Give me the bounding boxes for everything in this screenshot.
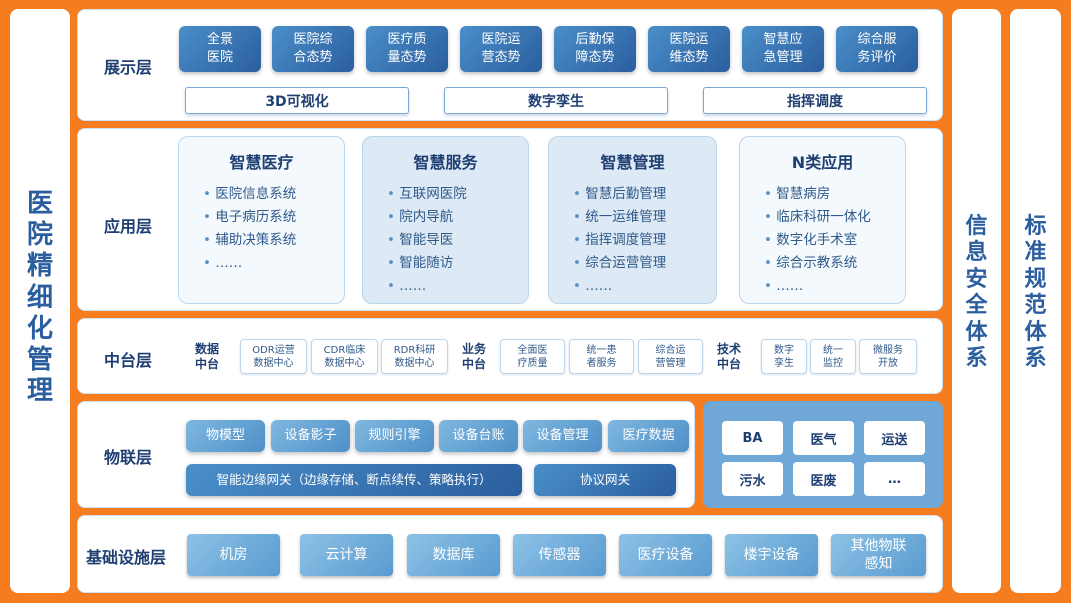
display-layer-label: 展示层 xyxy=(104,58,153,77)
app-card-item: 数字化手术室 xyxy=(764,229,871,252)
display-tile-1: 医院综合态势 xyxy=(272,26,354,72)
infra-tile-2: 数据库 xyxy=(407,534,500,576)
infra-tile-3: 传感器 xyxy=(513,534,606,576)
app-card-list: 医院信息系统电子病历系统辅助决策系统…… xyxy=(203,183,296,275)
iot-system-1: 医气 xyxy=(793,421,854,455)
iot-gateway-0: 智能边缘网关（边缘存储、断点续传、策略执行） xyxy=(186,464,522,496)
iot-tile-4: 设备管理 xyxy=(523,420,602,452)
standards-panel: 标准规范体系 xyxy=(1010,9,1061,593)
app-card-item: …… xyxy=(203,252,296,275)
security-system-title: 信息安全体系 xyxy=(965,214,988,371)
iot-system-2: 运送 xyxy=(864,421,925,455)
infra-tile-4: 医疗设备 xyxy=(619,534,712,576)
display-bar-1: 数字孪生 xyxy=(444,87,668,114)
app-card-item: 智慧病房 xyxy=(764,183,871,206)
app-card-list: 智慧后勤管理统一运维管理指挥调度管理综合运营管理…… xyxy=(573,183,666,298)
left-vertical-title: 医院精细化管理 xyxy=(26,189,53,407)
middle-group-label-1: 业务中台 xyxy=(461,342,486,371)
display-tile-7: 综合服务评价 xyxy=(836,26,918,72)
middle-layer-label: 中台层 xyxy=(104,351,153,370)
iot-system-3: 污水 xyxy=(722,462,783,496)
app-card-item: 智能导医 xyxy=(387,229,467,252)
display-tile-0: 全景医院 xyxy=(179,26,261,72)
app-card-item: 统一运维管理 xyxy=(573,206,666,229)
display-bar-0: 3D可视化 xyxy=(185,87,409,114)
middle-box-1-2: 综合运营管理 xyxy=(638,339,703,374)
app-card-item: 综合示教系统 xyxy=(764,252,871,275)
app-card-title: 智慧管理 xyxy=(600,153,665,172)
app-card-item: 临床科研一体化 xyxy=(764,206,871,229)
app-card-title: 智慧服务 xyxy=(413,153,478,172)
app-card-item: 医院信息系统 xyxy=(203,183,296,206)
app-card-item: …… xyxy=(573,275,666,298)
app-card-2: 智慧管理智慧后勤管理统一运维管理指挥调度管理综合运营管理…… xyxy=(548,136,717,304)
iot-tile-3: 设备台账 xyxy=(439,420,518,452)
iot-system-0: BA xyxy=(722,421,783,455)
app-card-title: 智慧医疗 xyxy=(229,153,294,172)
infra-tile-1: 云计算 xyxy=(300,534,393,576)
security-panel: 信息安全体系 xyxy=(952,9,1001,593)
iot-tile-2: 规则引擎 xyxy=(355,420,434,452)
app-card-list: 互联网医院院内导航智能导医智能随访…… xyxy=(387,183,467,298)
app-card-list: 智慧病房临床科研一体化数字化手术室综合示教系统…… xyxy=(764,183,871,298)
display-tile-6: 智慧应急管理 xyxy=(742,26,824,72)
application-layer-label: 应用层 xyxy=(104,217,153,236)
middle-group-label-0: 数据中台 xyxy=(194,342,219,371)
middle-box-2-0: 数字孪生 xyxy=(761,339,807,374)
infra-tile-6: 其他物联感知 xyxy=(831,534,926,576)
display-tile-2: 医疗质量态势 xyxy=(366,26,448,72)
iot-tile-1: 设备影子 xyxy=(271,420,350,452)
app-card-item: …… xyxy=(387,275,467,298)
infra-tile-0: 机房 xyxy=(187,534,280,576)
iot-tile-0: 物模型 xyxy=(186,420,265,452)
iot-system-5: … xyxy=(864,462,925,496)
iot-layer-label: 物联层 xyxy=(104,448,153,467)
app-card-1: 智慧服务互联网医院院内导航智能导医智能随访…… xyxy=(362,136,529,304)
display-tile-3: 医院运营态势 xyxy=(460,26,542,72)
middle-box-0-1: CDR临床数据中心 xyxy=(311,339,378,374)
middle-box-0-2: RDR科研数据中心 xyxy=(381,339,448,374)
left-title-panel: 医院精细化管理 xyxy=(10,9,70,593)
app-card-0: 智慧医疗医院信息系统电子病历系统辅助决策系统…… xyxy=(178,136,345,304)
iot-gateway-1: 协议网关 xyxy=(534,464,676,496)
app-card-item: 智能随访 xyxy=(387,252,467,275)
app-card-item: 辅助决策系统 xyxy=(203,229,296,252)
middle-box-2-2: 微服务开放 xyxy=(859,339,917,374)
infrastructure-layer-label: 基础设施层 xyxy=(86,548,167,567)
app-card-item: 互联网医院 xyxy=(387,183,467,206)
middle-box-0-0: ODR运营数据中心 xyxy=(240,339,307,374)
middle-group-label-2: 技术中台 xyxy=(716,342,741,371)
middle-box-1-1: 统一患者服务 xyxy=(569,339,634,374)
app-card-item: 智慧后勤管理 xyxy=(573,183,666,206)
iot-tile-5: 医疗数据 xyxy=(608,420,689,452)
display-tile-5: 医院运维态势 xyxy=(648,26,730,72)
app-card-3: N类应用智慧病房临床科研一体化数字化手术室综合示教系统…… xyxy=(739,136,906,304)
iot-system-4: 医废 xyxy=(793,462,854,496)
app-card-item: 综合运营管理 xyxy=(573,252,666,275)
app-card-item: …… xyxy=(764,275,871,298)
middle-box-1-0: 全面医疗质量 xyxy=(500,339,565,374)
display-bar-2: 指挥调度 xyxy=(703,87,927,114)
infra-tile-5: 楼宇设备 xyxy=(725,534,818,576)
app-card-title: N类应用 xyxy=(791,153,854,172)
middle-box-2-1: 统一监控 xyxy=(810,339,856,374)
app-card-item: 院内导航 xyxy=(387,206,467,229)
display-tile-4: 后勤保障态势 xyxy=(554,26,636,72)
standards-system-title: 标准规范体系 xyxy=(1024,214,1047,371)
app-card-item: 电子病历系统 xyxy=(203,206,296,229)
app-card-item: 指挥调度管理 xyxy=(573,229,666,252)
